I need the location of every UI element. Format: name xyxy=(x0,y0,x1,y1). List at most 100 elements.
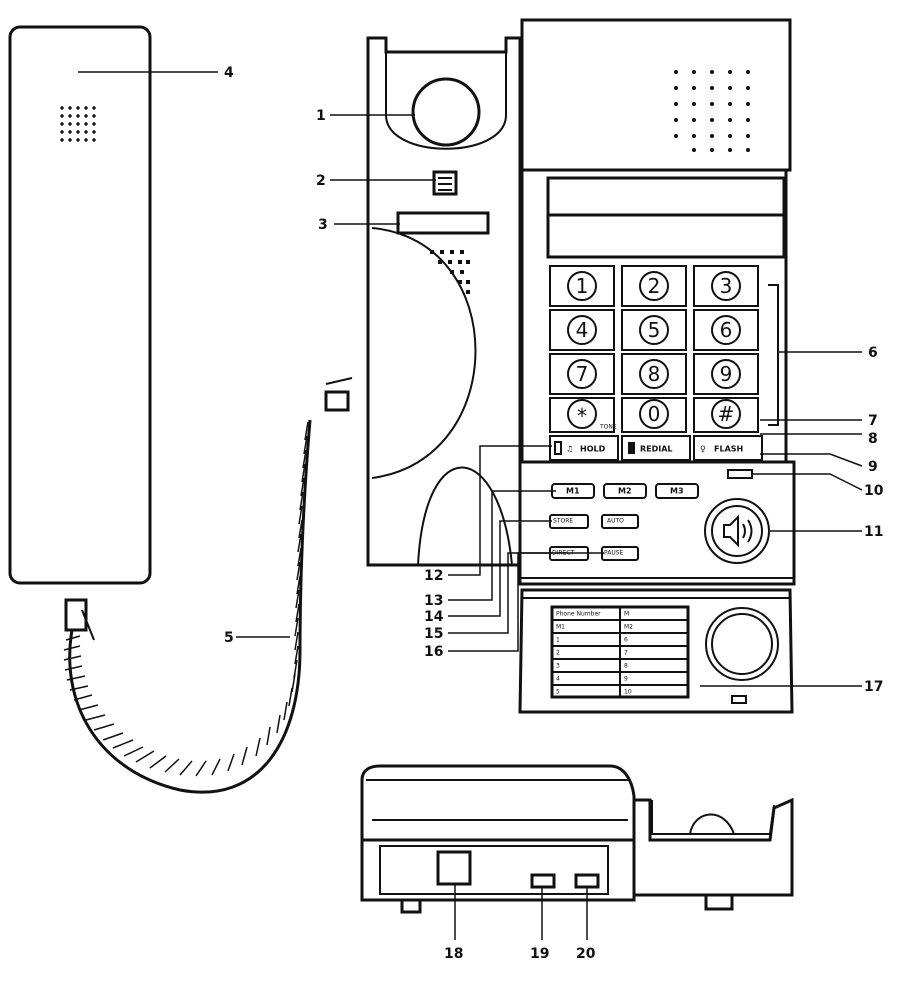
callout-3: 3 xyxy=(318,217,328,233)
callout-4: 4 xyxy=(224,65,234,81)
callout-20: 20 xyxy=(576,946,596,962)
leader-lines xyxy=(78,71,863,940)
callout-6: 6 xyxy=(868,345,878,361)
m1-label: M1 xyxy=(566,487,580,496)
key-3[interactable]: 3 xyxy=(693,265,759,307)
panel-latch[interactable] xyxy=(731,695,747,704)
keypad: 1 2 3 4 5 6 7 8 9 * 0 # TONE xyxy=(549,265,759,433)
callout-18: 18 xyxy=(444,946,463,962)
callout-17: 17 xyxy=(864,679,883,695)
memory-panel: M1 M2 M3 STORE AUTO DIRECT PAUSE xyxy=(518,460,796,586)
key-7-label: 7 xyxy=(576,362,589,386)
dir-left-0: M1 xyxy=(556,624,565,631)
key-8[interactable]: 8 xyxy=(621,353,687,395)
speakerphone-button[interactable] xyxy=(704,498,770,564)
directory-header: Phone Number xyxy=(556,611,601,618)
store-label: STORE xyxy=(553,518,573,525)
key-star-label: * xyxy=(577,404,587,428)
display-lower xyxy=(546,213,786,259)
m3-key[interactable]: M3 xyxy=(655,483,699,499)
callout-11: 11 xyxy=(864,524,883,540)
key-6[interactable]: 6 xyxy=(693,309,759,351)
key-7[interactable]: 7 xyxy=(549,353,615,395)
dir-left-5: 5 xyxy=(556,689,560,696)
callout-19: 19 xyxy=(530,946,549,962)
callout-13: 13 xyxy=(424,593,443,609)
dir-right-0: M2 xyxy=(624,624,633,631)
key-6-label: 6 xyxy=(720,318,733,342)
hold-label: HOLD xyxy=(580,445,606,454)
callout-9: 9 xyxy=(868,459,878,475)
base-cradle xyxy=(366,36,522,567)
key-9[interactable]: 9 xyxy=(693,353,759,395)
directory-panel: Phone Number M M1 1 2 3 4 5 M2 6 7 8 9 1… xyxy=(518,588,794,714)
dir-left-2: 2 xyxy=(556,650,560,657)
m2-label: M2 xyxy=(618,487,632,496)
m3-label: M3 xyxy=(670,487,684,496)
callout-1: 1 xyxy=(316,108,326,124)
dir-left-4: 4 xyxy=(556,676,560,683)
key-0[interactable]: 0 xyxy=(621,397,687,433)
callout-15: 15 xyxy=(424,626,443,642)
flash-key[interactable]: ♀ FLASH xyxy=(693,435,763,461)
handset-plug xyxy=(64,598,88,632)
key-1-label: 1 xyxy=(576,274,589,298)
phone-body xyxy=(520,18,792,464)
dir-left-3: 3 xyxy=(556,663,560,670)
callout-8: 8 xyxy=(868,431,878,447)
key-hash-label: # xyxy=(718,402,735,426)
side-view xyxy=(360,764,794,914)
key-5[interactable]: 5 xyxy=(621,309,687,351)
auto-label: AUTO xyxy=(607,518,624,525)
dir-right-3: 8 xyxy=(624,663,628,670)
key-2[interactable]: 2 xyxy=(621,265,687,307)
line-jack[interactable] xyxy=(436,850,472,886)
callout-5: 5 xyxy=(224,630,234,646)
earpiece-holes xyxy=(60,106,96,142)
speaker-grille xyxy=(674,70,750,152)
music-note-icon: ♫ xyxy=(566,445,573,454)
key-star[interactable]: * xyxy=(549,397,615,433)
switch-19[interactable] xyxy=(530,873,556,889)
tone-label: TONE xyxy=(599,424,617,431)
dir-left-1: 1 xyxy=(556,637,560,644)
flash-label: FLASH xyxy=(714,445,743,454)
switch-20[interactable] xyxy=(574,873,600,889)
microphone-grille xyxy=(705,607,779,681)
ringer-switch[interactable] xyxy=(396,211,490,235)
redial-label: REDIAL xyxy=(640,445,673,454)
key-hash[interactable]: # xyxy=(693,397,759,433)
coiled-cord xyxy=(63,377,353,794)
display-window xyxy=(546,176,786,217)
hookswitch-cup xyxy=(411,77,481,147)
base-speaker-holes xyxy=(430,250,470,294)
hold-key[interactable]: ♫ HOLD xyxy=(549,435,619,461)
function-row: ♫ HOLD REDIAL ♀ FLASH xyxy=(549,435,763,461)
key-4-label: 4 xyxy=(576,318,589,342)
rear-panel xyxy=(379,845,609,895)
m2-key[interactable]: M2 xyxy=(603,483,647,499)
key-9-label: 9 xyxy=(720,362,733,386)
key-1[interactable]: 1 xyxy=(549,265,615,307)
tone-toggle-icon xyxy=(554,441,562,455)
callout-2: 2 xyxy=(316,173,326,189)
key-4[interactable]: 4 xyxy=(549,309,615,351)
callout-14: 14 xyxy=(424,609,444,625)
dir-right-5: 10 xyxy=(624,689,632,696)
key-8-label: 8 xyxy=(648,362,661,386)
callout-10: 10 xyxy=(864,483,884,499)
foot-right xyxy=(704,893,734,911)
key-2-label: 2 xyxy=(648,274,661,298)
dir-right-1: 6 xyxy=(624,637,628,644)
cord-plug xyxy=(324,390,350,412)
bulb-icon: ♀ xyxy=(700,445,706,454)
pause-label: PAUSE xyxy=(604,550,624,557)
callout-7: 7 xyxy=(868,413,878,429)
auto-key[interactable]: AUTO xyxy=(601,514,639,529)
key-3-label: 3 xyxy=(720,274,733,298)
redial-key[interactable]: REDIAL xyxy=(621,435,691,461)
callout-16: 16 xyxy=(424,644,443,660)
foot-left xyxy=(400,898,422,914)
callout-numbers: 4 1 2 3 5 6 7 8 9 10 11 12 13 14 15 16 1… xyxy=(224,65,884,962)
